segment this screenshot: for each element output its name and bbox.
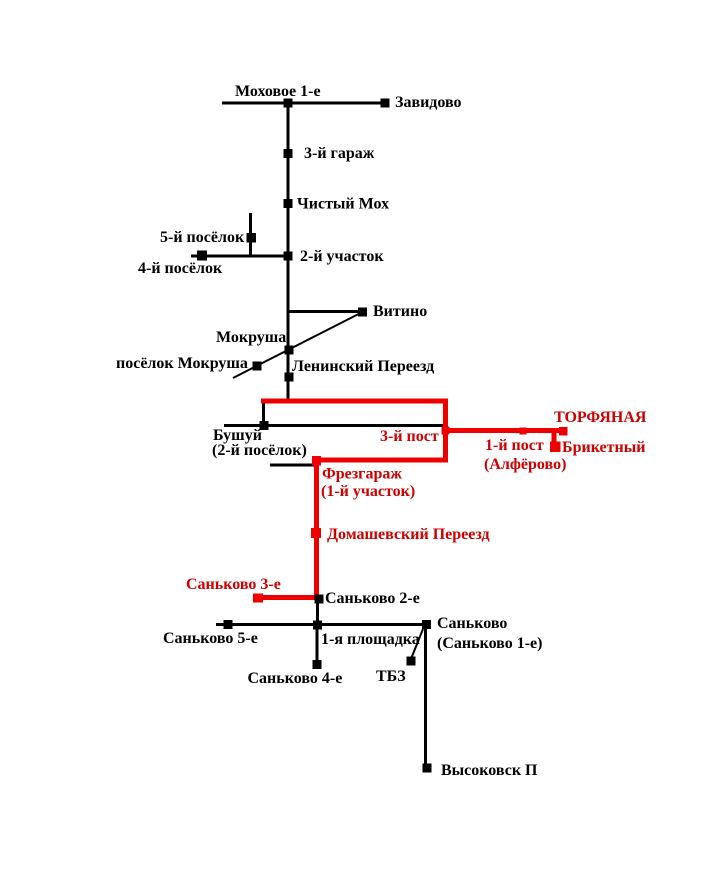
svg-text:3-й гараж: 3-й гараж (304, 145, 375, 162)
svg-text:1-я площадка: 1-я площадка (321, 631, 420, 648)
svg-text:Саньково 3-е: Саньково 3-е (186, 576, 281, 593)
svg-text:Завидово: Завидово (395, 94, 462, 111)
svg-text:посёлок Мокруша: посёлок Мокруша (116, 355, 248, 372)
svg-text:1-й пост: 1-й пост (485, 437, 544, 454)
svg-text:2-й участок: 2-й участок (300, 248, 384, 265)
svg-text:Мокруша: Мокруша (216, 329, 286, 346)
svg-text:Чистый Мох: Чистый Мох (297, 196, 389, 213)
svg-text:(1-й участок): (1-й участок) (321, 483, 415, 500)
svg-text:Ленинский Переезд: Ленинский Переезд (292, 358, 434, 375)
svg-text:4-й посёлок: 4-й посёлок (138, 260, 223, 277)
svg-text:Саньково 4-е: Саньково 4-е (248, 670, 343, 687)
svg-text:ТОРФЯНАЯ: ТОРФЯНАЯ (554, 409, 647, 426)
svg-text:5-й посёлок: 5-й посёлок (160, 229, 245, 246)
svg-text:(2-й посёлок): (2-й посёлок) (212, 442, 307, 459)
svg-text:Домашевский Переезд: Домашевский Переезд (327, 526, 490, 543)
svg-text:3-й пост: 3-й пост (380, 428, 439, 445)
svg-text:Саньково: Саньково (437, 615, 507, 632)
svg-text:Высоковск П: Высоковск П (441, 762, 538, 779)
svg-text:Моховое 1-е: Моховое 1-е (235, 83, 321, 100)
svg-text:Витино: Витино (373, 303, 427, 320)
svg-text:Саньково 5-е: Саньково 5-е (163, 630, 258, 647)
svg-text:Саньково 2-е: Саньково 2-е (325, 590, 420, 607)
svg-text:Фрезгараж: Фрезгараж (322, 466, 402, 483)
svg-text:(Саньково 1-е): (Саньково 1-е) (437, 635, 542, 652)
svg-text:ТБЗ: ТБЗ (376, 668, 406, 685)
svg-text:Бушуй: Бушуй (213, 427, 262, 444)
svg-text:Брикетный: Брикетный (562, 439, 645, 456)
svg-text:(Алфёрово): (Алфёрово) (484, 456, 566, 473)
